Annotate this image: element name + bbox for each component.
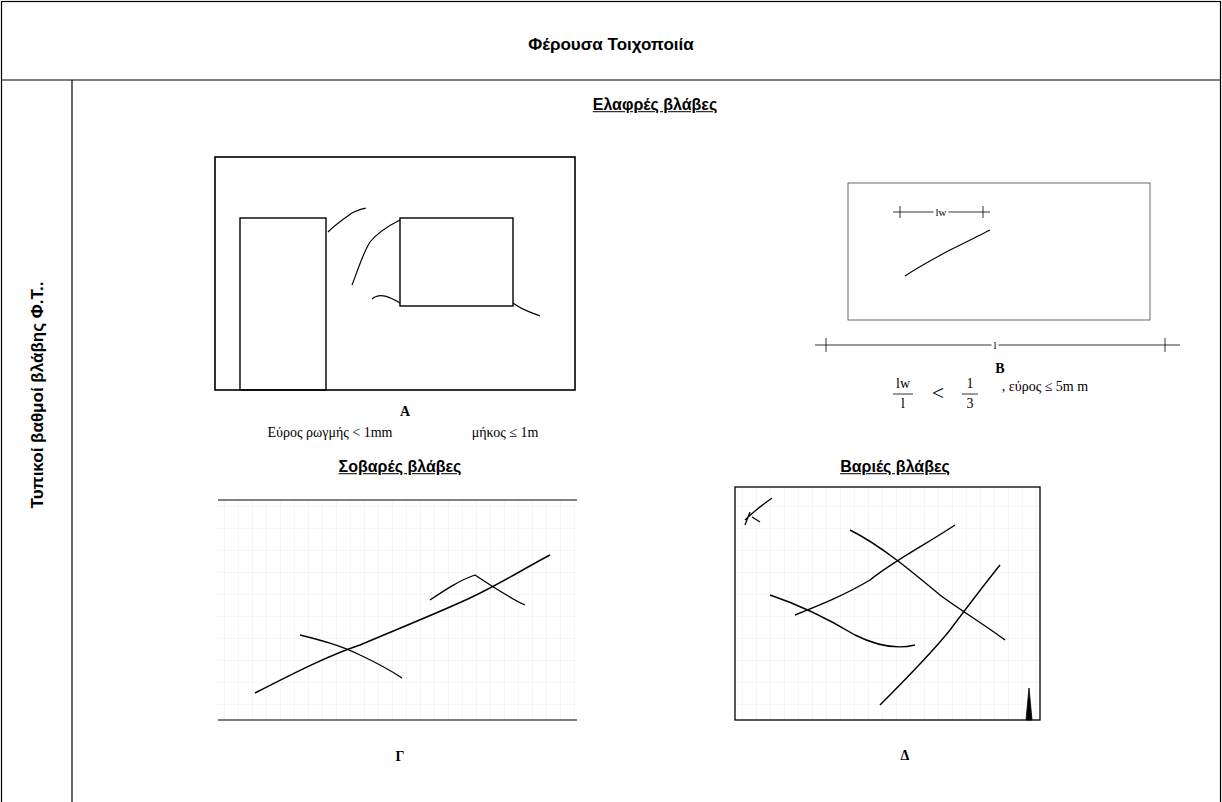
table-header: Φέρουσα Τοιχοποιία xyxy=(528,36,693,55)
sketch-letter: A xyxy=(400,404,410,419)
damage-heading: Σοβαρές βλάβες xyxy=(339,458,462,476)
fraction-denominator: 3 xyxy=(967,396,974,411)
crack-length-note: μήκος ≤ 1m xyxy=(472,425,539,440)
fraction-numerator: lw xyxy=(896,376,910,391)
sketch-letter: B xyxy=(995,361,1004,376)
comparison-sign: < xyxy=(932,381,944,405)
fraction-numerator: 1 xyxy=(967,376,974,391)
row-header: Τυπικοί βαθμοί βλάβης Φ.Τ.. xyxy=(29,282,48,509)
dimension-label: l xyxy=(991,339,998,351)
crack-width-note: , εύρος ≤ 5m m xyxy=(1002,379,1088,394)
crack-width-note: Εύρος ρωγμής < 1mm xyxy=(268,425,393,440)
damage-heading: Ελαφρές βλάβες xyxy=(593,96,718,114)
fraction-denominator: l xyxy=(901,396,905,411)
dimension-label: lw xyxy=(934,206,949,218)
sketch-letter: Δ xyxy=(901,748,910,763)
damage-heading: Βαριές βλάβες xyxy=(840,458,950,476)
sketch-letter: Γ xyxy=(396,749,405,764)
